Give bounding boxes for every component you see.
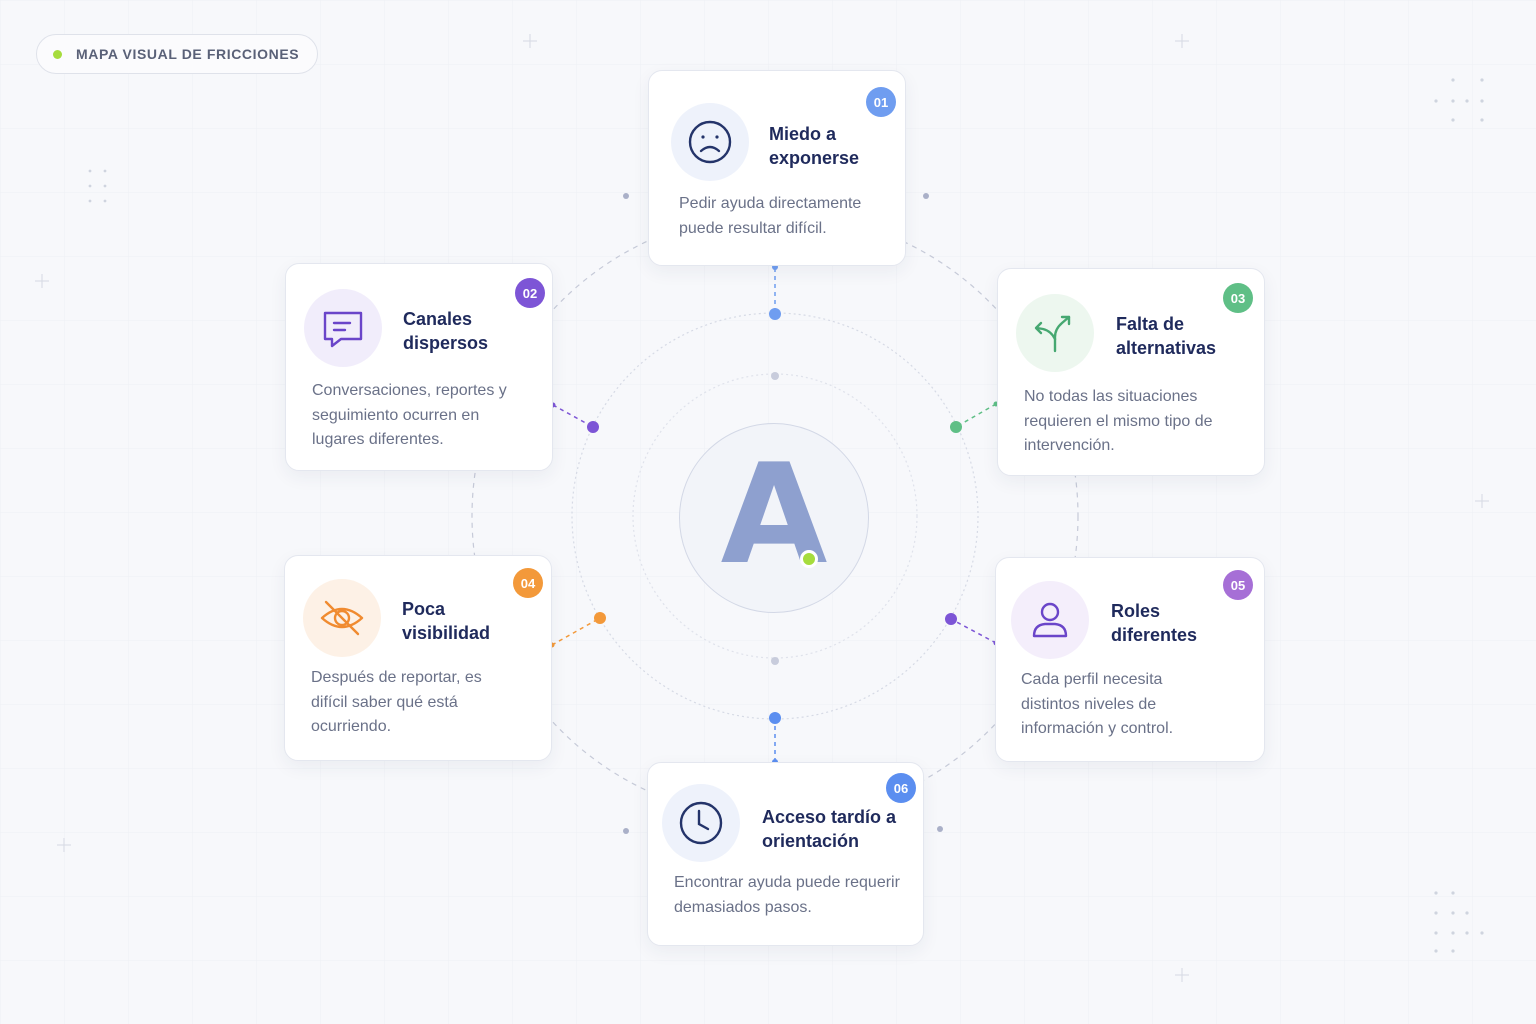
card-description: No todas las situaciones requieren el mi… bbox=[1024, 388, 1213, 454]
card-number-badge: 04 bbox=[513, 568, 543, 598]
eye-off-icon bbox=[320, 600, 364, 636]
friction-card-acceso: Acceso tardío a orientación Encontrar ay… bbox=[647, 762, 924, 946]
friction-card-alternativas: Falta de alternativas No todas las situa… bbox=[997, 268, 1265, 476]
card-title: Roles diferentes bbox=[1111, 601, 1198, 645]
card-description: Cada perfil necesita distintos niveles d… bbox=[1021, 671, 1174, 737]
card-icon-circle bbox=[671, 103, 749, 181]
card-icon-circle bbox=[1011, 581, 1089, 659]
card-icon-circle bbox=[662, 784, 740, 862]
card-number-badge: 01 bbox=[866, 87, 896, 117]
orbit-node bbox=[623, 828, 629, 834]
friction-card-canales: Canales dispersos Conversaciones, report… bbox=[285, 263, 553, 471]
status-dot bbox=[53, 49, 62, 59]
connectors bbox=[551, 268, 997, 762]
card-title: Falta de alternativas bbox=[1116, 314, 1217, 358]
orbit-node bbox=[937, 826, 943, 832]
card-description: Encontrar ayuda puede requerir demasiado… bbox=[674, 874, 900, 916]
orbit-node bbox=[923, 193, 929, 199]
logo-accent-dot bbox=[800, 550, 818, 568]
section-tag-label: MAPA VISUAL DE FRICCIONES bbox=[76, 46, 300, 62]
clock-icon bbox=[679, 801, 723, 845]
chat-bubble-icon bbox=[323, 311, 363, 348]
decorative-plus-marks bbox=[35, 34, 1489, 982]
card-description: Pedir ayuda directamente puede resultar … bbox=[679, 195, 862, 237]
card-number-badge: 03 bbox=[1223, 283, 1253, 313]
card-description: Después de reportar, es difícil saber qu… bbox=[311, 669, 482, 735]
friction-card-miedo: Miedo a exponerse Pedir ayuda directamen… bbox=[648, 70, 906, 266]
decorative-dot-grid bbox=[88, 78, 1484, 953]
orbit-node bbox=[623, 193, 629, 199]
orbit-node bbox=[771, 372, 779, 380]
card-title: Poca visibilidad bbox=[402, 599, 491, 643]
connector-nodes bbox=[549, 264, 999, 765]
card-number-badge: 02 bbox=[515, 278, 545, 308]
card-icon-circle bbox=[304, 289, 382, 367]
orbit-node bbox=[771, 657, 779, 665]
card-icon-circle bbox=[303, 579, 381, 657]
card-title: Canales dispersos bbox=[403, 309, 489, 353]
friction-card-visibilidad: Poca visibilidad Después de reportar, es… bbox=[284, 555, 552, 761]
card-title: Miedo a exponerse bbox=[769, 124, 860, 168]
sad-face-icon bbox=[688, 120, 732, 164]
card-number-badge: 05 bbox=[1223, 570, 1253, 600]
card-icon-circle bbox=[1016, 294, 1094, 372]
friction-card-roles: Roles diferentes Cada perfil necesita di… bbox=[995, 557, 1265, 762]
card-title: Acceso tardío a orientación bbox=[762, 807, 897, 851]
user-icon bbox=[1032, 602, 1068, 638]
center-logo: A bbox=[679, 423, 869, 613]
card-number-badge: 06 bbox=[886, 773, 916, 803]
split-arrows-icon bbox=[1034, 315, 1071, 353]
outer-orbit bbox=[471, 212, 1079, 820]
inner-orbit bbox=[632, 373, 918, 659]
section-tag: MAPA VISUAL DE FRICCIONES bbox=[36, 34, 318, 74]
card-description: Conversaciones, reportes y seguimiento o… bbox=[312, 382, 507, 448]
